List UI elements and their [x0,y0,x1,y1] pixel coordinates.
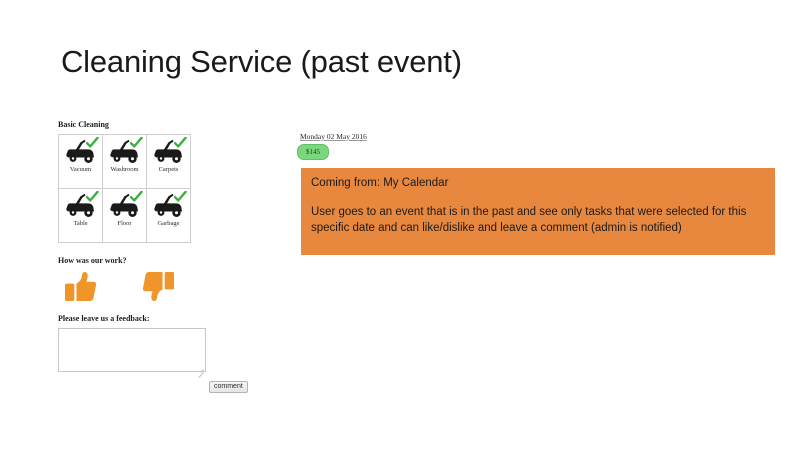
task-label: Carpets [158,166,179,173]
comment-field-wrapper [58,328,206,378]
feedback-prompt: Please leave us a feedback: [58,314,150,323]
task-cell-vacuum[interactable]: Vacuum [58,134,103,189]
vacuum-icon [108,137,143,165]
check-icon [85,191,99,203]
task-cell-table[interactable]: Table [58,188,103,243]
basic-cleaning-label: Basic Cleaning [58,120,109,129]
vacuum-icon [152,137,187,165]
app-mockup-panel: Basic Cleaning [58,120,278,378]
check-icon [173,191,187,203]
price-badge: $145 [297,144,329,160]
vacuum-icon [64,191,99,219]
thumbs-up-icon [64,272,97,305]
task-label: Floor [117,220,132,227]
check-icon [173,137,187,149]
callout-heading: Coming from: My Calendar [311,177,449,189]
task-cell-washroom[interactable]: Washroom [102,134,147,189]
task-label: Washroom [110,166,139,173]
thumbs-down-button[interactable] [142,271,175,302]
task-label: Table [73,220,88,227]
task-cell-floor[interactable]: Floor [102,188,147,243]
comment-submit-button[interactable]: comment [209,381,248,394]
vacuum-icon [108,191,143,219]
task-label: Garbage [157,220,180,227]
vacuum-icon [64,137,99,165]
event-date-text: Monday 02 May 2016 [300,132,367,141]
task-cell-garbage[interactable]: Garbage [146,188,191,243]
event-date[interactable]: Monday 02 May 2016 [300,132,367,141]
task-cell-carpets[interactable]: Carpets [146,134,191,189]
task-label: Vacuum [69,166,92,173]
vacuum-icon [152,191,187,219]
table-row: Vacuum [58,134,191,189]
callout-body: User goes to an event that is in the pas… [311,205,747,234]
table-row: Table [58,188,191,243]
check-icon [129,191,143,203]
thumbs-down-icon [142,272,175,305]
comment-input[interactable] [58,328,206,372]
check-icon [129,137,143,149]
annotation-callout: Coming from: My Calendar User goes to an… [301,168,775,255]
feedback-question: How was our work? [58,256,127,265]
rating-controls [58,271,278,302]
thumbs-up-button[interactable] [64,271,97,302]
check-icon [85,137,99,149]
page-title: Cleaning Service (past event) [61,44,462,79]
task-grid: Vacuum [58,134,191,243]
